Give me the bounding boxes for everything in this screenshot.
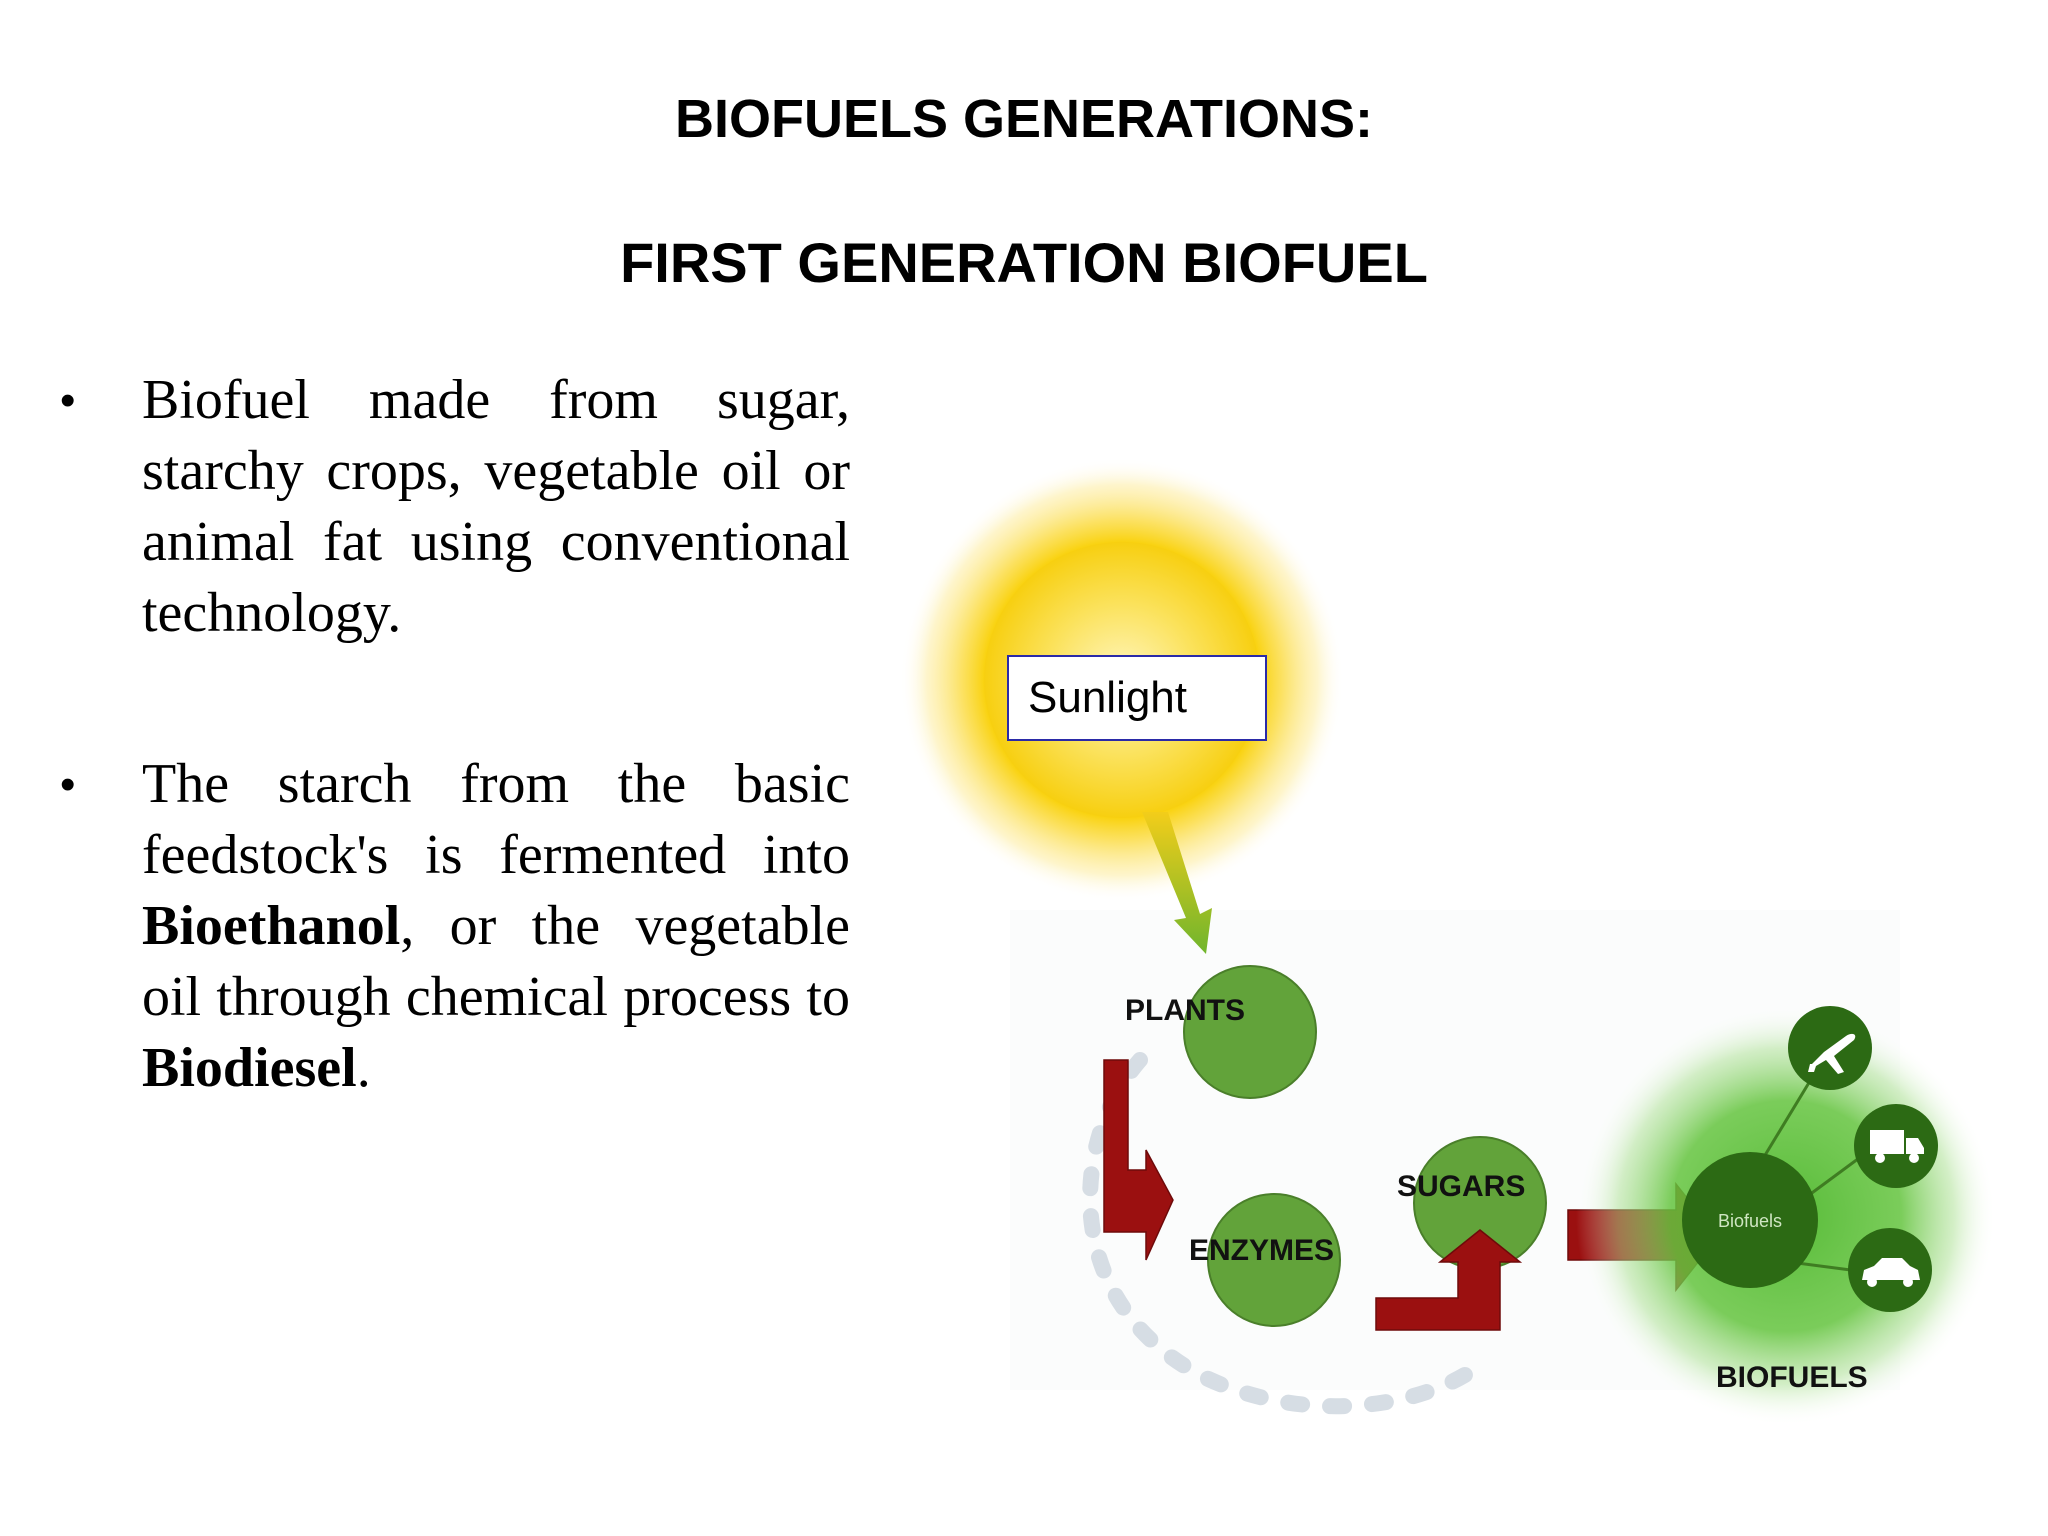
bioethanol-term: Bioethanol: [142, 895, 401, 957]
sunlight-beam-arrow: [1142, 812, 1212, 954]
bullet-text: The starch from the basic feedstock's is…: [142, 753, 850, 886]
sunlight-label-box: [1007, 655, 1267, 741]
truck-icon: [1854, 1104, 1938, 1188]
enzymes-label: ENZYMES: [1189, 1234, 1334, 1267]
bullet-text-end: .: [356, 1037, 371, 1099]
section-title: FIRST GENERATION BIOFUEL: [620, 231, 1428, 294]
enzymes-to-sugars-arrow: [1375, 1229, 1523, 1331]
biofuels-caption: BIOFUELS: [1716, 1361, 1868, 1394]
bullet-icon: •: [60, 760, 76, 809]
car-icon: [1848, 1228, 1932, 1312]
bullet-text-mid: , or the vegetable oil through chemical …: [142, 895, 850, 1028]
biofuel-process-diagram: Sunlight PLANTS ENZYMES SUGARS Biofuels: [900, 458, 1996, 1426]
bullet-text: Biofuel made from sugar, starchy crops, …: [142, 369, 850, 644]
page-title: BIOFUELS GENERATIONS:: [674, 89, 1374, 149]
plants-label: PLANTS: [1125, 994, 1245, 1027]
biodiesel-term: Biodiesel: [142, 1037, 357, 1099]
plants-node: [1183, 965, 1317, 1099]
biofuels-node-label: Biofuels: [1718, 1211, 1782, 1231]
enzymes-node: [1207, 1193, 1341, 1327]
bullet-icon: •: [60, 376, 76, 425]
bullet-list: • Biofuel made from sugar, starchy crops…: [60, 365, 850, 1104]
bullet-item: • Biofuel made from sugar, starchy crops…: [60, 365, 850, 649]
plants-to-enzymes-arrow: [1103, 1059, 1174, 1261]
sunlight-label: Sunlight: [1028, 673, 1187, 722]
bullet-item: • The starch from the basic feedstock's …: [60, 749, 850, 1104]
biofuels-node: [1682, 1152, 1818, 1288]
sugars-label: SUGARS: [1397, 1170, 1525, 1203]
cycle-path: [1082, 1052, 1488, 1415]
airplane-icon: [1788, 1006, 1872, 1090]
